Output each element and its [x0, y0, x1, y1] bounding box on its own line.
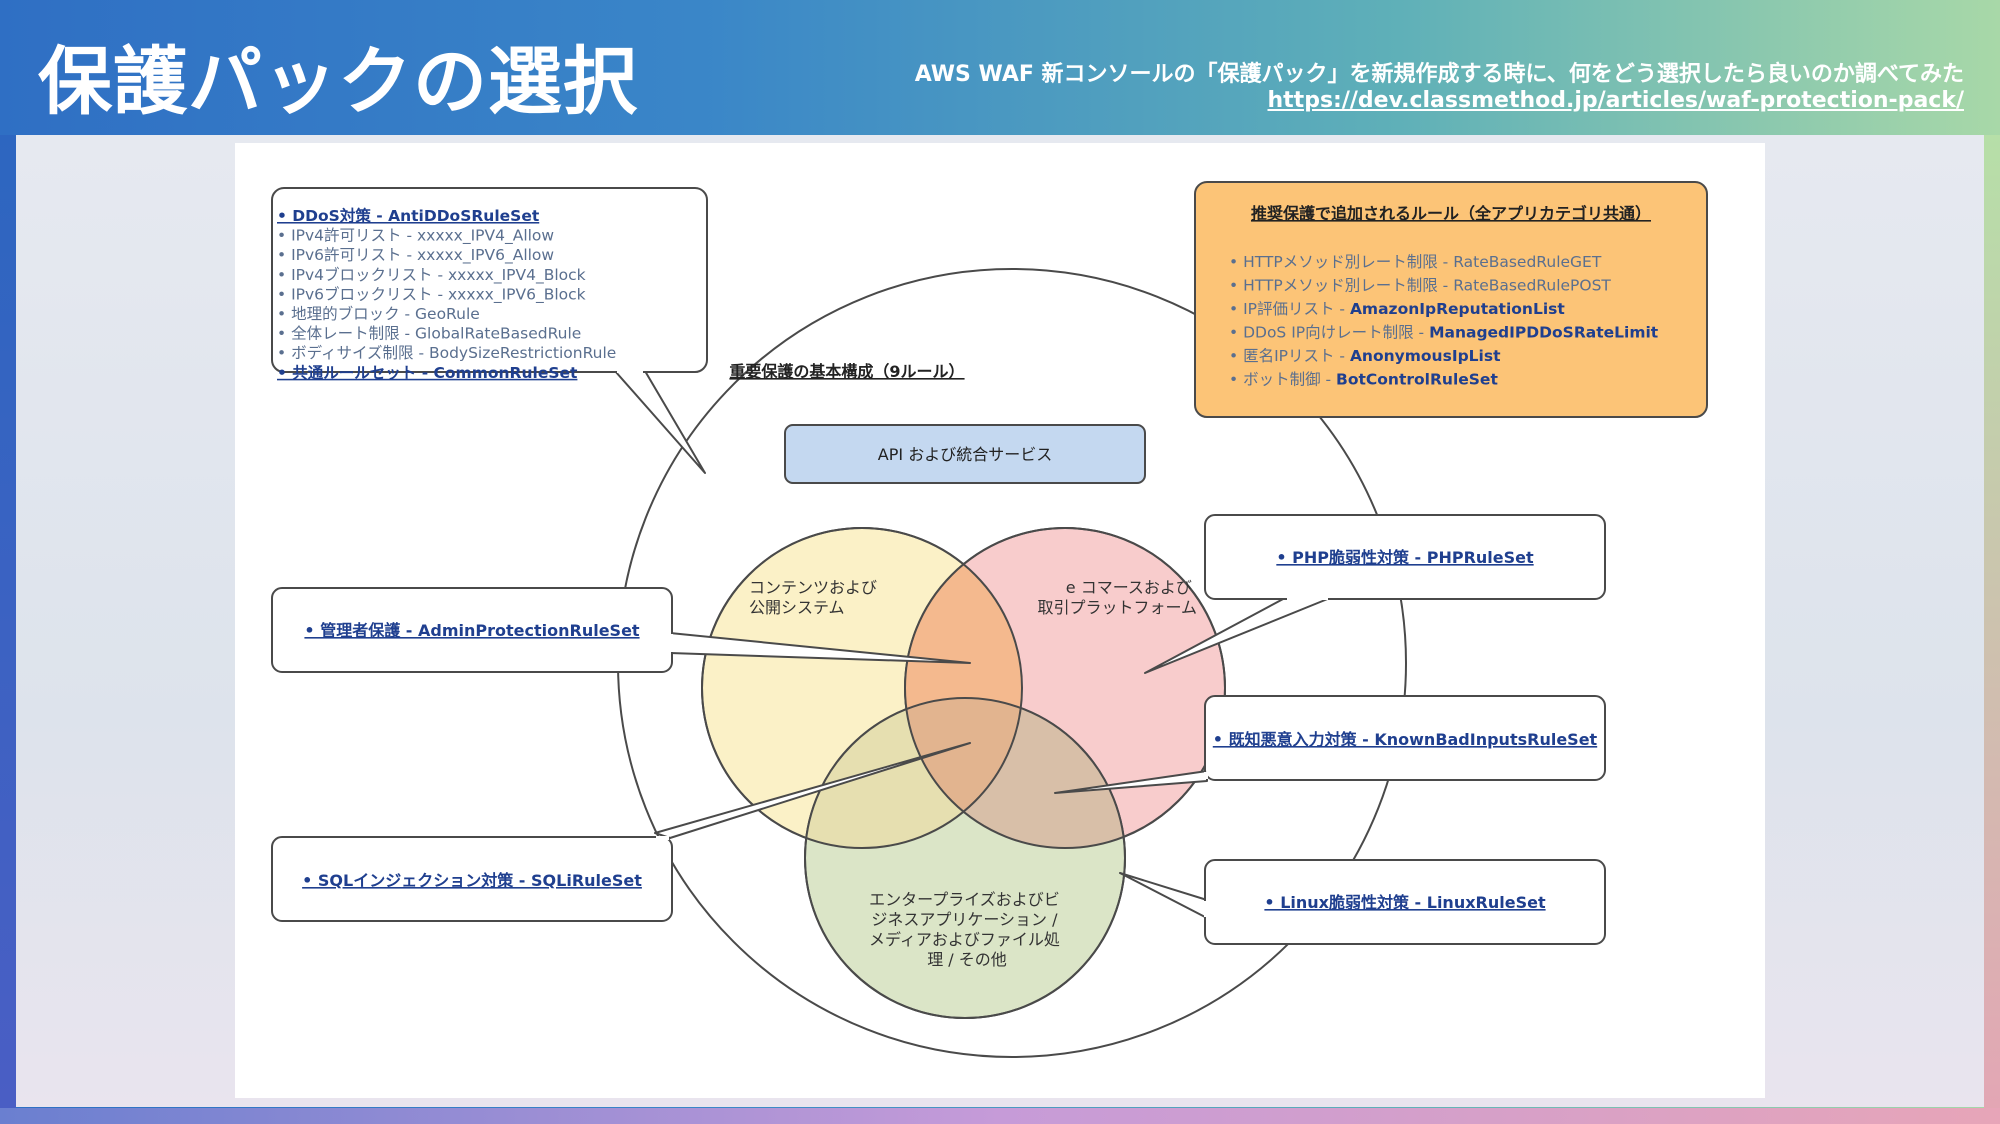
recommended-rules-title: 推奨保護で追加されるルール（全アプリカテゴリ共通）	[1251, 204, 1651, 223]
admin-callout	[271, 587, 673, 673]
left-edge-decoration	[0, 135, 16, 1108]
page-title: 保護パックの選択	[38, 39, 638, 125]
article-link[interactable]: https://dev.classmethod.jp/articles/waf-…	[1267, 88, 1965, 113]
api-box-label: API および統合サービス	[878, 445, 1052, 464]
php-callout-text[interactable]: • PHP脆弱性対策 - PHPRuleSet	[1276, 548, 1534, 567]
recommended-rules-list: • HTTPメソッド別レート制限 - RateBasedRuleGET • HTT…	[1229, 253, 1659, 389]
diagram-panel: 重要保護の基本構成（9ルール） API および統合サービス コンテンツおよび 公…	[235, 143, 1765, 1098]
recommended-rule-item: • DDoS IP向けレート制限 - ManagedIPDDoSRateLimi…	[1229, 324, 1659, 342]
core-rule-item: • IPv6ブロックリスト - xxxxx_IPV6_Block	[277, 284, 586, 304]
core-title: 重要保護の基本構成（9ルール）	[729, 362, 964, 381]
recommended-rule-item: • HTTPメソッド別レート制限 - RateBasedRulePOST	[1229, 277, 1611, 295]
core-rule-item: • IPv6許可リスト - xxxxx_IPV6_Allow	[277, 246, 554, 265]
php-callout	[1204, 514, 1606, 600]
ecommerce-circle-label: e コマースおよび 取引プラットフォーム	[1037, 578, 1197, 617]
sqli-callout-pointer	[654, 742, 971, 839]
core-rules-callout	[271, 187, 708, 373]
recommended-rule-item: • IP評価リスト - AmazonIpReputationList	[1229, 300, 1565, 318]
header: 保護パックの選択 AWS WAF 新コンソールの「保護パック」を新規作成する時に…	[0, 0, 2000, 135]
sqli-callout-text[interactable]: • SQLインジェクション対策 - SQLiRuleSet	[302, 871, 642, 890]
recommended-rules-box	[1194, 181, 1708, 418]
core-rule-item[interactable]: • 共通ルールセット - CommonRuleSet	[277, 364, 578, 382]
core-rules-list: • DDoS対策 - AntiDDoSRuleSet • IPv4許可リスト - …	[277, 206, 616, 382]
linux-callout-text[interactable]: • Linux脆弱性対策 - LinuxRuleSet	[1264, 893, 1546, 912]
article-subtitle: AWS WAF 新コンソールの「保護パック」を新規作成する時に、何をどう選択した…	[914, 62, 1964, 87]
sqli-callout	[271, 836, 673, 922]
api-box	[784, 424, 1146, 484]
protection-pack-diagram: 重要保護の基本構成（9ルール） API および統合サービス コンテンツおよび 公…	[271, 181, 1708, 1058]
badinputs-callout	[1204, 695, 1606, 781]
ecommerce-enterprise-overlap	[905, 698, 1125, 848]
recommended-rule-item: • 匿名IPリスト - AnonymousIpList	[1229, 347, 1501, 365]
ecommerce-circle-outline	[904, 527, 1226, 849]
core-rule-item: • 全体レート制限 - GlobalRateBasedRule	[277, 325, 581, 343]
content-circle-outline	[701, 527, 1023, 849]
core-rule-item: • IPv4許可リスト - xxxxx_IPV4_Allow	[277, 227, 554, 246]
enterprise-circle-outline	[804, 697, 1126, 1019]
recommended-rule-item: • ボット制御 - BotControlRuleSet	[1229, 371, 1498, 389]
core-rule-item: • 地理的ブロック - GeoRule	[277, 304, 480, 323]
core-rules-callout-pointer	[614, 370, 706, 474]
core-rule-item: • ボディサイズ制限 - BodySizeRestrictionRule	[277, 343, 616, 362]
content-circle-label: コンテンツおよび 公開システム	[749, 578, 882, 617]
enterprise-circle-label: エンタープライズおよびビ ジネスアプリケーション / メディアおよびファイル処 …	[869, 890, 1065, 969]
core-rule-item[interactable]: • DDoS対策 - AntiDDoSRuleSet	[277, 206, 540, 225]
right-edge-decoration	[1984, 135, 2000, 1108]
admin-callout-text[interactable]: • 管理者保護 - AdminProtectionRuleSet	[304, 621, 639, 640]
content-enterprise-overlap	[805, 698, 1022, 848]
badinputs-callout-text[interactable]: • 既知悪意入力対策 - KnownBadInputsRuleSet	[1213, 730, 1598, 749]
bottom-gradient-bar	[0, 1108, 2000, 1124]
core-rule-item: • IPv4ブロックリスト - xxxxx_IPV4_Block	[277, 265, 586, 285]
recommended-rule-item: • HTTPメソッド別レート制限 - RateBasedRuleGET	[1229, 253, 1602, 271]
